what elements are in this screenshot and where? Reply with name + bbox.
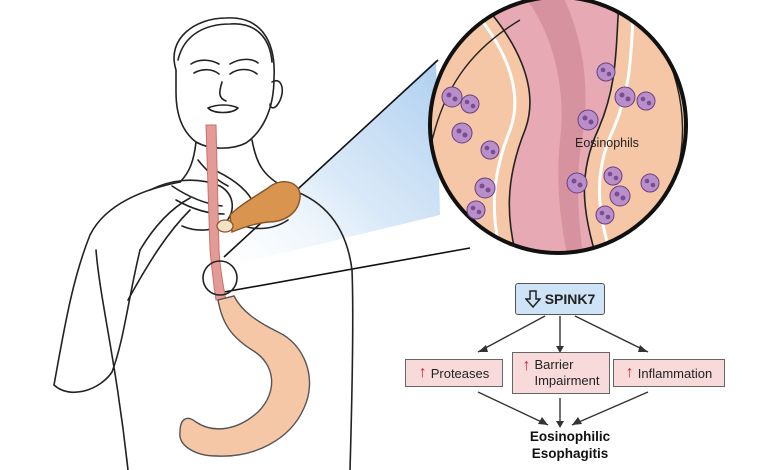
spink7-box: SPINK7 (515, 283, 605, 315)
proteases-label: Proteases (430, 365, 490, 381)
proteases-box: ↑ Proteases (405, 359, 503, 387)
up-arrow-icon: ↑ (418, 364, 427, 381)
stomach (179, 295, 311, 457)
spink7-label: SPINK7 (544, 291, 596, 307)
flow-arrows (477, 315, 649, 426)
inflammation-box: ↑ Inflammation (613, 359, 725, 387)
person-figure (53, 17, 354, 470)
eosinophil-nuclei (446, 67, 656, 220)
barrier-impairment-label: Barrier Impairment (534, 357, 600, 388)
chicken-drumstick (216, 180, 301, 233)
eosinophil-cells (441, 62, 660, 225)
up-arrow-icon: ↑ (625, 364, 634, 381)
outcome-label: Eosinophilic Esophagitis (529, 429, 611, 461)
esophagus-tube (205, 124, 227, 301)
arrow-heads (478, 345, 648, 428)
barrier-impairment-box: ↑ Barrier Impairment (512, 352, 610, 394)
eosinophils-label: Eosinophils (575, 136, 639, 150)
up-arrow-icon: ↑ (522, 357, 531, 374)
down-arrow-icon (524, 290, 541, 308)
zoom-line-bottom (223, 247, 471, 293)
zoom-marker (202, 260, 238, 296)
zoom-line-top (223, 59, 439, 258)
inflammation-label: Inflammation (637, 365, 713, 381)
